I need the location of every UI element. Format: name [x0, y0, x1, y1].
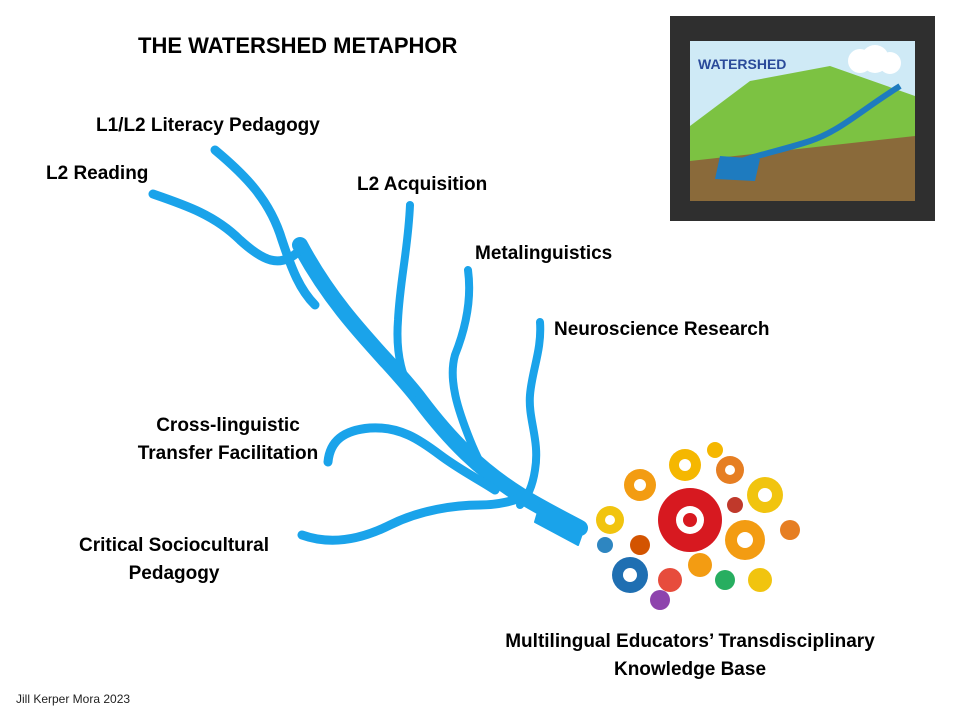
river-branch-neuroscience [516, 318, 545, 509]
label-literacy-pedagogy: L1/L2 Literacy Pedagogy [96, 115, 320, 136]
watershed-landscape-icon: WATERSHED [690, 41, 915, 201]
label-l2-acquisition: L2 Acquisition [357, 174, 488, 195]
label-cross-linguistic: Cross-linguistic Transfer Facilitation [112, 412, 344, 468]
label-critical-line1: Critical Sociocultural [78, 535, 270, 556]
label-critical-sociocultural: Critical Sociocultural Pedagogy [58, 532, 290, 588]
river-branch-critical [297, 493, 525, 545]
river-mouth [534, 504, 586, 546]
label-neuroscience-research: Neuroscience Research [554, 319, 770, 340]
label-metalinguistics: Metalinguistics [475, 243, 613, 264]
river-branch-metalinguistics [448, 266, 499, 494]
label-base-line2: Knowledge Base [613, 659, 767, 680]
river-branch-cross [323, 423, 500, 495]
label-cross-line1: Cross-linguistic [156, 415, 300, 436]
label-base-line1: Multilingual Educators’ Transdisciplinar… [505, 631, 875, 652]
inset-label: WATERSHED [698, 56, 786, 72]
label-critical-line2: Pedagogy [128, 563, 220, 584]
river-branch-literacy [210, 145, 320, 310]
river-branch-acquisition [393, 201, 416, 399]
label-l2-reading: L2 Reading [46, 163, 149, 184]
slide-title: THE WATERSHED METAPHOR [138, 33, 458, 58]
river-branch-reading [148, 189, 305, 266]
label-knowledge-base: Multilingual Educators’ Transdisciplinar… [470, 628, 910, 684]
watershed-inset-image: WATERSHED [670, 16, 935, 221]
credit-text: Jill Kerper Mora 2023 [16, 692, 131, 706]
label-cross-line2: Transfer Facilitation [137, 443, 319, 464]
